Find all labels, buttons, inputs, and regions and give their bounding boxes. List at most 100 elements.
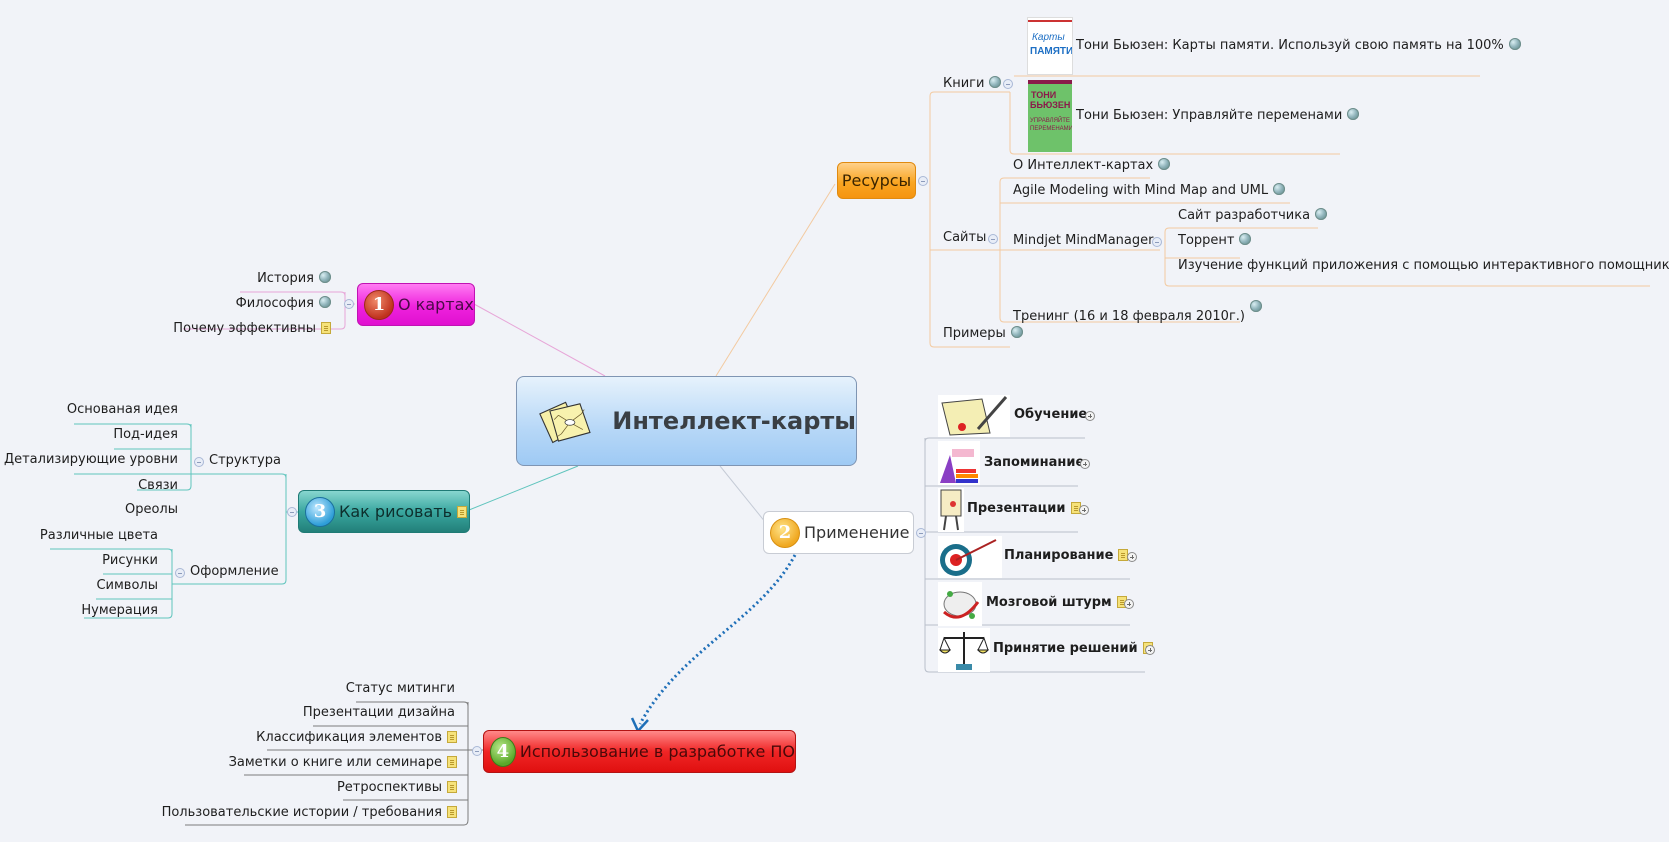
subtopic-label: Примеры bbox=[943, 326, 1006, 341]
leaf-label: Заметки о книге или семинаре bbox=[228, 755, 442, 770]
note-icon[interactable] bbox=[447, 806, 457, 818]
note-icon[interactable] bbox=[447, 756, 457, 768]
leaf-svyazi[interactable]: Связи bbox=[138, 477, 178, 495]
group-struktura[interactable]: Структура bbox=[209, 452, 281, 470]
site-mindjet-mindmanager[interactable]: Mindjet MindManager bbox=[1013, 232, 1153, 250]
leaf-pod-ideya[interactable]: Под-идея bbox=[113, 426, 178, 444]
globe-icon[interactable] bbox=[1010, 326, 1023, 338]
resursy-branches bbox=[929, 75, 1650, 348]
central-topic[interactable]: Интеллект-карты bbox=[516, 376, 857, 466]
leaf-status-mitingi[interactable]: Статус митинги bbox=[346, 680, 455, 698]
svg-text:ТОНИ: ТОНИ bbox=[1031, 90, 1056, 100]
topic-o-kartah[interactable]: 1 О картах bbox=[357, 283, 475, 326]
leaf-retrospektivy[interactable]: Ретроспективы bbox=[337, 779, 457, 797]
group-label: Оформление bbox=[190, 564, 279, 579]
collapse-toggle-o-kartah[interactable] bbox=[344, 299, 354, 309]
collapse-toggle-kak-risovat[interactable] bbox=[287, 507, 297, 517]
note-icon[interactable] bbox=[457, 505, 468, 518]
leaf-polzovatelskie-istorii[interactable]: Пользовательские истории / требования bbox=[162, 804, 457, 822]
site-sayt-razrabotchika[interactable]: Сайт разработчика bbox=[1178, 207, 1328, 225]
globe-icon[interactable] bbox=[1249, 300, 1262, 312]
collapse-toggle-mindjet[interactable] bbox=[1152, 237, 1162, 247]
svg-text:УПРАВЛЯЙТЕ: УПРАВЛЯЙТЕ bbox=[1030, 116, 1070, 124]
subtopic-label: Сайты bbox=[943, 230, 987, 245]
collapse-toggle-ispolzovanie[interactable] bbox=[472, 746, 482, 756]
globe-icon[interactable] bbox=[1273, 183, 1286, 195]
subtopic-istoriya[interactable]: История bbox=[257, 270, 331, 288]
expand-toggle-planirovanie[interactable] bbox=[1127, 552, 1137, 562]
leaf-prezentatsii-dizayna[interactable]: Презентации дизайна bbox=[303, 704, 455, 722]
site-trening[interactable]: Тренинг (16 и 18 февраля 2010г.) bbox=[1013, 300, 1262, 326]
topic-label: Использование в разработке ПО bbox=[519, 742, 795, 761]
subtopic-primery[interactable]: Примеры bbox=[943, 325, 1023, 343]
group-label: Структура bbox=[209, 453, 281, 468]
note-icon[interactable] bbox=[447, 781, 457, 793]
expand-toggle-zapominanie[interactable] bbox=[1080, 459, 1090, 469]
subtopic-prezentatsii[interactable]: Презентации bbox=[967, 500, 1081, 518]
expand-toggle-obuchenie[interactable] bbox=[1085, 411, 1095, 421]
subtopic-label: Почему эффективны bbox=[173, 321, 316, 336]
leaf-simvoly[interactable]: Символы bbox=[96, 577, 158, 595]
note-icon[interactable] bbox=[447, 731, 457, 743]
leaf-osnovanaya-ideya[interactable]: Основаная идея bbox=[67, 401, 178, 419]
topic-resursy[interactable]: Ресурсы bbox=[837, 162, 916, 199]
collapse-toggle-saity[interactable] bbox=[988, 234, 998, 244]
collapse-toggle-primenenie[interactable] bbox=[916, 528, 926, 538]
topic-label: Применение bbox=[804, 523, 910, 542]
site-agile-modeling[interactable]: Agile Modeling with Mind Map and UML bbox=[1013, 182, 1286, 200]
site-izuchenie-funktsiy[interactable]: Изучение функций приложения с помощью ин… bbox=[1178, 257, 1669, 275]
subtopic-prinyatie-resheniy[interactable]: Принятие решений bbox=[993, 640, 1153, 658]
book-karty-pamyati[interactable]: Тони Бьюзен: Карты памяти. Используй сво… bbox=[1076, 37, 1521, 55]
subtopic-saity[interactable]: Сайты bbox=[943, 229, 986, 247]
leaf-risunki[interactable]: Рисунки bbox=[102, 552, 158, 570]
subtopic-planirovanie[interactable]: Планирование bbox=[1004, 547, 1129, 565]
globe-icon[interactable] bbox=[1347, 108, 1360, 120]
collapse-toggle-knigi[interactable] bbox=[1003, 79, 1013, 89]
leaf-zametki-o-knige[interactable]: Заметки о книге или семинаре bbox=[229, 754, 457, 772]
topic-primenenie[interactable]: 2 Применение bbox=[763, 511, 914, 554]
number-2-icon: 2 bbox=[770, 517, 800, 548]
subtopic-label: Философия bbox=[235, 296, 314, 311]
globe-icon[interactable] bbox=[1158, 158, 1171, 170]
site-o-intellekt-kartah[interactable]: О Интеллект-картах bbox=[1013, 157, 1171, 175]
subtopic-label: Обучение bbox=[1014, 407, 1088, 422]
subtopic-zapominanie[interactable]: Запоминание bbox=[984, 454, 1084, 472]
subtopic-mozgovoy-shturm[interactable]: Мозговой штурм bbox=[986, 594, 1127, 612]
book-upravlyayte-peremenami[interactable]: Тони Бьюзен: Управляйте переменами bbox=[1076, 107, 1360, 125]
leaf-razlichnye-tsveta[interactable]: Различные цвета bbox=[40, 527, 158, 545]
topic-ispolzovanie[interactable]: 4 Использование в разработке ПО bbox=[483, 730, 796, 773]
collapse-toggle-resursy[interactable] bbox=[918, 176, 928, 186]
topic-kak-risovat[interactable]: 3 Как рисовать bbox=[298, 490, 470, 533]
leaf-oreoly[interactable]: Ореолы bbox=[125, 501, 178, 519]
expand-toggle-prezentatsii[interactable] bbox=[1079, 505, 1089, 515]
globe-icon[interactable] bbox=[1508, 38, 1521, 50]
leaf-numeratsiya[interactable]: Нумерация bbox=[81, 602, 158, 620]
collapse-toggle-struktura[interactable] bbox=[194, 457, 204, 467]
subtopic-label: Мозговой штурм bbox=[986, 595, 1112, 610]
collapse-toggle-oformlenie[interactable] bbox=[175, 568, 185, 578]
group-oformlenie[interactable]: Оформление bbox=[190, 563, 279, 581]
site-label: Agile Modeling with Mind Map and UML bbox=[1013, 183, 1269, 198]
globe-icon[interactable] bbox=[1239, 233, 1252, 245]
site-label: Сайт разработчика bbox=[1178, 208, 1311, 223]
leaf-label: Рисунки bbox=[102, 553, 158, 568]
link-central-primenenie bbox=[719, 465, 771, 529]
globe-icon[interactable] bbox=[1315, 208, 1328, 220]
leaf-klassifikatsiya-elementov[interactable]: Классификация элементов bbox=[256, 729, 457, 747]
subtopic-label: Книги bbox=[943, 76, 985, 91]
expand-toggle-mozgovoy-shturm[interactable] bbox=[1124, 599, 1134, 609]
leaf-label: Основаная идея bbox=[66, 402, 178, 417]
globe-icon[interactable] bbox=[989, 76, 1002, 88]
site-torrent[interactable]: Торрент bbox=[1178, 232, 1252, 250]
leaf-detaliziruyushchie-urovni[interactable]: Детализирующие уровни bbox=[4, 451, 178, 469]
globe-icon[interactable] bbox=[319, 271, 331, 283]
note-icon[interactable] bbox=[321, 322, 331, 334]
subtopic-obuchenie[interactable]: Обучение bbox=[1014, 406, 1087, 424]
expand-toggle-prinyatie-resheniy[interactable] bbox=[1145, 645, 1155, 655]
subtopic-pochemu-effektivny[interactable]: Почему эффективны bbox=[173, 320, 331, 338]
globe-icon[interactable] bbox=[319, 296, 331, 308]
subtopic-filosofiya[interactable]: Философия bbox=[236, 295, 331, 313]
subtopic-knigi[interactable]: Книги bbox=[943, 75, 1002, 93]
brainstorm-image bbox=[938, 582, 982, 626]
subtopic-label: Запоминание bbox=[984, 455, 1085, 470]
